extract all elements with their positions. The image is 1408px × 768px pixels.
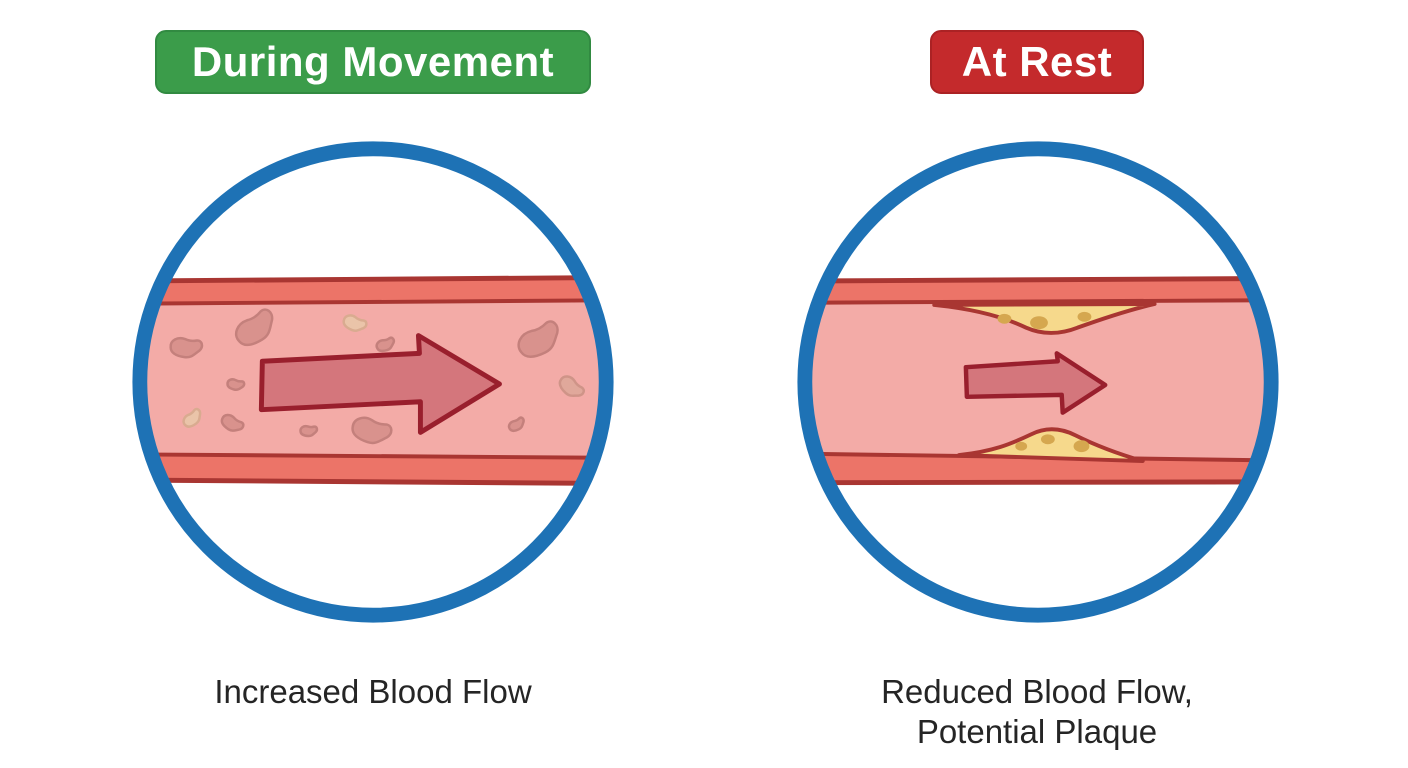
caption-reduced-flow: Reduced Blood Flow, Potential Plaque: [667, 672, 1407, 752]
caption-line: Increased Blood Flow: [214, 673, 532, 710]
caption-line: Reduced Blood Flow,: [881, 673, 1193, 710]
large-flow-arrow-icon: [258, 333, 502, 435]
during-movement-badge: During Movement: [155, 30, 591, 94]
artery-scene: [805, 275, 1271, 486]
plaque-bottom: [956, 427, 1145, 464]
healthy-artery-illustration: [132, 141, 614, 623]
plaque-lipid-dot: [1073, 440, 1090, 453]
plaque-lipid-dot: [1015, 441, 1028, 451]
plaque-lipid-dot: [997, 313, 1012, 324]
narrowed-artery-illustration: [797, 141, 1279, 623]
plaque-deposit: [956, 427, 1145, 464]
plaque-top: [932, 301, 1157, 335]
small-flow-arrow-icon: [963, 351, 1108, 415]
blue-circle-frame: [132, 141, 614, 623]
caption-increased-flow: Increased Blood Flow: [0, 672, 746, 712]
plaque-lipid-dot: [1077, 311, 1092, 322]
plaque-lipid-dot: [1030, 316, 1048, 330]
artery-scene: [140, 274, 606, 487]
plaque-lipid-dot: [1040, 434, 1055, 445]
blue-circle-frame: [797, 141, 1279, 623]
caption-line: Potential Plaque: [916, 713, 1158, 750]
at-rest-badge: At Rest: [930, 30, 1144, 94]
